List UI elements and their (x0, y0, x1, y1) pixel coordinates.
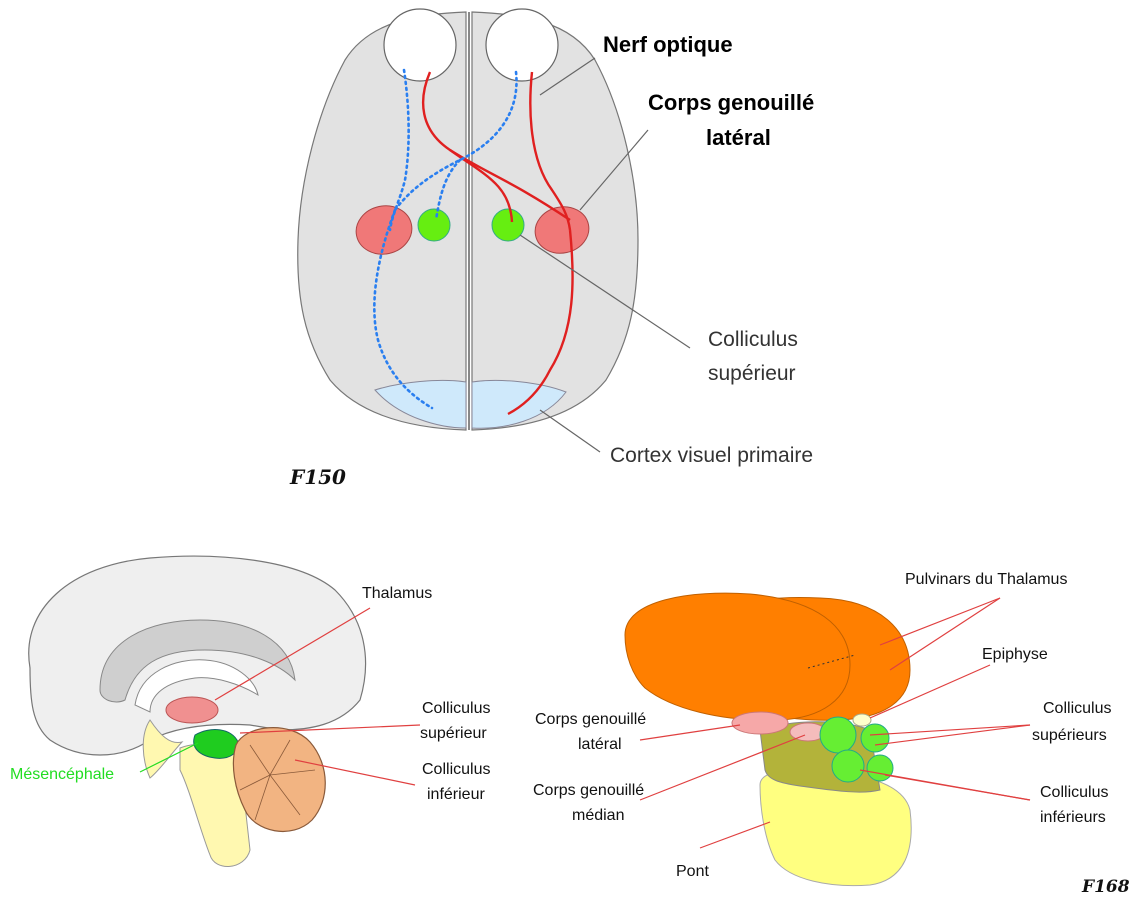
figure-id-bottom: F168 (1081, 877, 1130, 897)
label-br-mgn-line1: Corps genouillé (533, 782, 644, 799)
left-superior-colliculus (418, 209, 450, 241)
epiphysis (853, 714, 871, 726)
br-sc-2 (861, 724, 889, 752)
label-bl-ic-line1: Colliculus (422, 761, 490, 778)
bottom-left-figure: Thalamus Colliculus supérieur Colliculus… (10, 556, 490, 866)
label-pulvinar: Pulvinars du Thalamus (905, 571, 1067, 588)
thalamus-left (625, 593, 850, 720)
cerebral-hemisphere (29, 556, 366, 755)
br-ic-2 (867, 755, 893, 781)
figure-id-top: F150 (289, 465, 346, 489)
right-v1 (472, 380, 566, 428)
label-br-ic-line1: Colliculus (1040, 784, 1108, 801)
left-eye (384, 9, 456, 81)
label-bl-ic-line2: inférieur (427, 786, 485, 803)
bottom-right-figure: Pulvinars du Thalamus Epiphyse Colliculu… (533, 571, 1130, 897)
label-thalamus: Thalamus (362, 585, 432, 602)
right-superior-colliculus (492, 209, 524, 241)
label-bl-sc-line2: supérieur (420, 725, 487, 742)
label-br-lgn-line1: Corps genouillé (535, 711, 646, 728)
label-midbrain: Mésencéphale (10, 766, 114, 783)
thalamus (166, 697, 218, 723)
label-optic-nerve: Nerf optique (603, 32, 733, 57)
label-lgn-line1: Corps genouillé (648, 90, 814, 115)
br-lgn (732, 712, 788, 734)
label-br-lgn-line2: latéral (578, 736, 622, 753)
label-v1: Cortex visuel primaire (610, 444, 813, 467)
br-ic-1 (832, 750, 864, 782)
label-sc-line1: Colliculus (708, 328, 798, 351)
label-bl-sc-line1: Colliculus (422, 700, 490, 717)
label-br-sc-line2: supérieurs (1032, 727, 1107, 744)
label-lgn-line2: latéral (706, 125, 771, 150)
label-br-ic-line2: inférieurs (1040, 809, 1106, 826)
label-br-mgn-line2: médian (572, 807, 624, 824)
right-eye (486, 9, 558, 81)
cerebellum (233, 728, 325, 832)
br-sc-1 (820, 717, 856, 753)
label-pons: Pont (676, 863, 709, 880)
label-epiphysis: Epiphyse (982, 646, 1048, 663)
label-br-sc-line1: Colliculus (1043, 700, 1111, 717)
top-figure: Nerf optique Corps genouillé latéral Col… (289, 9, 814, 489)
label-sc-line2: supérieur (708, 362, 796, 385)
